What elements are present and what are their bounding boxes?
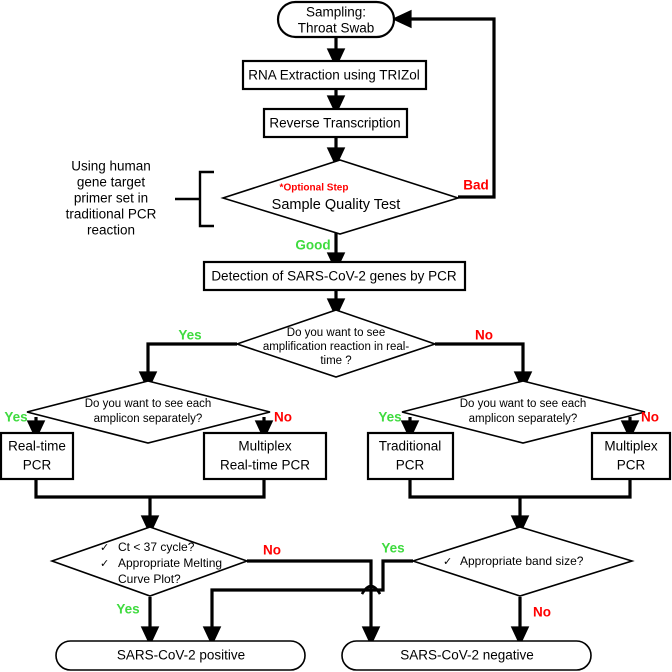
node-detection-label: Detection of SARS-CoV-2 genes by PCR: [211, 269, 457, 284]
annotation-line5: reaction: [87, 223, 135, 238]
band-check-mark: ✓: [443, 555, 452, 568]
node-realtime-question-line2: amplification reaction in real-: [263, 341, 410, 353]
annotation-line1: Using human: [71, 159, 151, 174]
node-result-positive[interactable]: SARS-CoV-2 positive: [55, 640, 306, 671]
edge-quality-bad-return: [391, 9, 496, 199]
edge-label-bad: Bad: [463, 178, 489, 193]
edge-label-band-yes: Yes: [381, 541, 404, 556]
node-realtime-pcr-line1: Real-time: [8, 439, 66, 454]
edge-label-ct-yes: Yes: [116, 602, 139, 617]
node-realtime-question-line1: Do you want to see: [287, 327, 385, 339]
node-sampling-line1: Sampling:: [306, 5, 366, 20]
node-reverse-transcription[interactable]: Reverse Transcription: [262, 107, 409, 139]
node-traditional-pcr-line1: Traditional: [379, 439, 442, 454]
node-sampling-line2: Throat Swab: [298, 21, 375, 36]
edge-ct-no-negative: [247, 559, 381, 647]
node-band-check[interactable]: ✓ Appropriate band size?: [410, 526, 635, 597]
edge-label-ct-no: No: [263, 543, 281, 558]
ct-check-item-2b: Curve Plot?: [118, 572, 181, 586]
node-multiplex-pcr-line1: Multiplex: [604, 439, 658, 454]
edge-label-realtime-yes: Yes: [178, 328, 201, 343]
annotation-line4: traditional PCR: [66, 207, 157, 222]
node-amplicon-left-line2: amplicon separately?: [94, 413, 203, 425]
annotation-line2: gene target: [77, 175, 146, 190]
edge-band-yes-positive: [202, 559, 413, 647]
node-sample-quality-test-label: Sample Quality Test: [272, 197, 401, 213]
edge-label-realtime-no: No: [475, 328, 493, 343]
ct-check-item-1: Ct < 37 cycle?: [118, 540, 195, 554]
node-traditional-pcr[interactable]: Traditional PCR: [366, 431, 455, 481]
node-multiplex-realtime-pcr[interactable]: Multiplex Real-time PCR: [202, 431, 328, 481]
node-sampling[interactable]: Sampling: Throat Swab: [276, 0, 396, 39]
node-sample-quality-test[interactable]: *Optional Step Sample Quality Test: [220, 159, 461, 235]
node-reverse-transcription-label: Reverse Transcription: [269, 116, 400, 131]
node-detection[interactable]: Detection of SARS-CoV-2 genes by PCR: [202, 260, 467, 292]
edge-label-amplicon-right-yes: Yes: [378, 410, 401, 425]
node-result-negative-label: SARS-CoV-2 negative: [400, 648, 534, 663]
node-realtime-pcr[interactable]: Real-time PCR: [0, 431, 75, 481]
node-amplicon-right-line1: Do you want to see each: [460, 398, 587, 410]
node-multiplex-realtime-pcr-line2: Real-time PCR: [220, 458, 310, 473]
edge-crossing-hop: [360, 585, 382, 595]
node-realtime-pcr-line2: PCR: [23, 458, 52, 473]
edge-label-good: Good: [295, 238, 330, 253]
edge-realtime-no: [435, 342, 533, 392]
node-result-positive-label: SARS-CoV-2 positive: [117, 648, 245, 663]
annotation-bracket: [198, 170, 214, 228]
node-amplicon-left-line1: Do you want to see each: [85, 398, 212, 410]
band-check-item-1: Appropriate band size?: [460, 554, 584, 568]
annotation-human-gene-target: Using human gene target primer set in tr…: [66, 159, 157, 238]
ct-check-mark-2: ✓: [100, 557, 109, 570]
edge-label-amplicon-left-no: No: [274, 410, 292, 425]
node-multiplex-realtime-pcr-line1: Multiplex: [238, 439, 292, 454]
node-rna-extraction-label: RNA Extraction using TRIZol: [248, 68, 420, 83]
node-multiplex-pcr-line2: PCR: [617, 458, 646, 473]
node-result-negative[interactable]: SARS-CoV-2 negative: [341, 640, 592, 671]
node-multiplex-pcr[interactable]: Multiplex PCR: [590, 431, 672, 481]
node-amplicon-question-right[interactable]: Do you want to see each amplicon separat…: [401, 380, 646, 444]
edge-label-amplicon-left-yes: Yes: [4, 410, 27, 425]
optional-step-note: *Optional Step: [280, 183, 349, 194]
node-traditional-pcr-line2: PCR: [396, 458, 425, 473]
node-amplicon-right-line2: amplicon separately?: [469, 413, 578, 425]
edge-realtime-yes: [138, 342, 237, 392]
edge-right-pcr-merge: [408, 479, 632, 499]
node-ct-check[interactable]: ✓ Ct < 37 cycle? ✓ Appropriate Melting C…: [49, 526, 250, 597]
node-amplicon-question-left[interactable]: Do you want to see each amplicon separat…: [26, 380, 271, 444]
edge-left-pcr-merge: [34, 479, 266, 499]
edge-label-band-no: No: [533, 605, 551, 620]
node-realtime-question-line3: time ?: [320, 355, 351, 367]
node-rna-extraction[interactable]: RNA Extraction using TRIZol: [241, 59, 428, 91]
edge-label-amplicon-right-no: No: [641, 410, 659, 425]
ct-check-item-2a: Appropriate Melting: [118, 556, 222, 570]
ct-check-mark-1: ✓: [100, 541, 109, 554]
annotation-line3: primer set in: [74, 191, 148, 206]
node-realtime-question[interactable]: Do you want to see amplification reactio…: [234, 309, 438, 378]
